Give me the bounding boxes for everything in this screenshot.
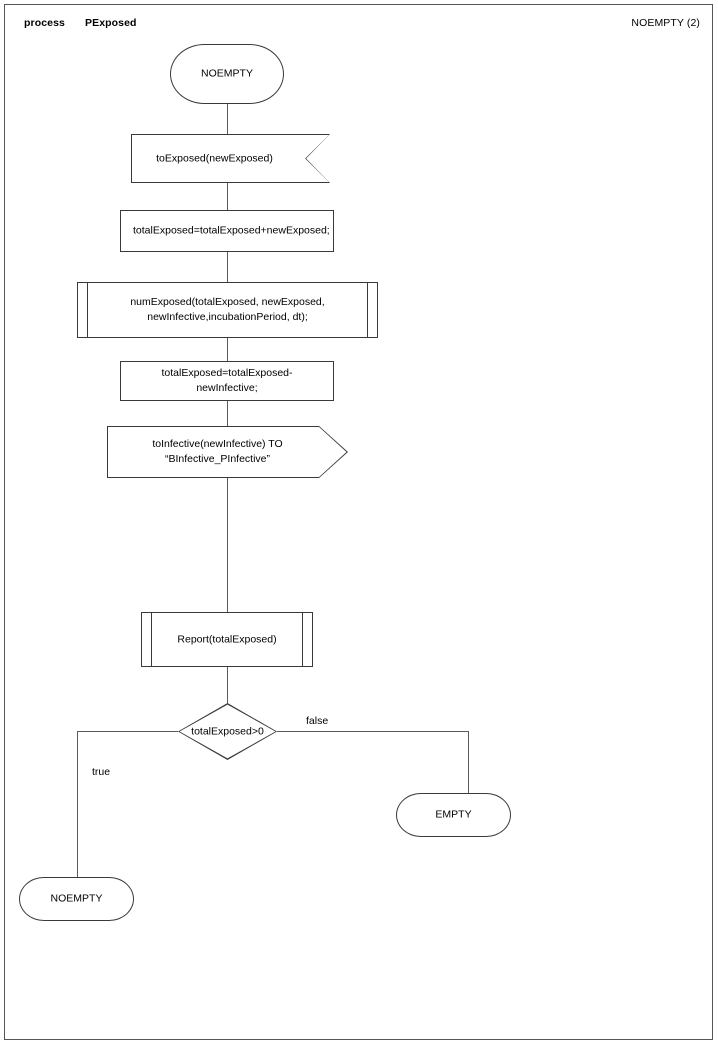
node-predefined-report[interactable]: Report(totalExposed)	[141, 612, 313, 667]
header-state-label: NOEMPTY (2)	[631, 17, 700, 29]
edge-label-false: false	[306, 715, 329, 727]
connector-assign1-to-call1	[227, 252, 228, 282]
node-terminator-start[interactable]: NOEMPTY	[170, 44, 284, 104]
node-process-subtract-newinfective[interactable]: totalExposed=totalExposed-newInfective;	[120, 361, 334, 401]
node-terminator-noempty[interactable]: NOEMPTY	[19, 877, 134, 921]
node-send-signal-toinfective[interactable]: toInfective(newInfective) TO “BInfective…	[107, 426, 348, 478]
node-label: numExposed(totalExposed, newExposed, new…	[130, 296, 325, 323]
node-receive-signal-toexposed[interactable]: toExposed(newExposed)	[131, 134, 330, 183]
connector-send-to-report	[227, 478, 228, 612]
connector-true-vertical	[77, 731, 78, 877]
connector-false-horizontal	[277, 731, 468, 732]
shape-fill	[107, 426, 348, 478]
shape-fill	[178, 703, 277, 760]
node-decision-totalexposed-gt-zero[interactable]: totalExposed>0	[178, 703, 277, 760]
predefined-right-bar	[367, 283, 368, 337]
node-predefined-numexposed[interactable]: numExposed(totalExposed, newExposed, new…	[77, 282, 378, 338]
header-process-name: PExposed	[85, 17, 137, 29]
node-label: totalExposed=totalExposed+newExposed;	[133, 224, 330, 237]
node-label: Report(totalExposed)	[177, 633, 277, 645]
connector-true-horizontal	[77, 731, 178, 732]
connector-assign2-to-send	[227, 401, 228, 426]
node-label: NOEMPTY	[50, 892, 103, 905]
node-process-add-newexposed[interactable]: totalExposed=totalExposed+newExposed;	[120, 210, 334, 252]
connector-call1-to-assign2	[227, 338, 228, 361]
connector-receive-to-assign1	[227, 183, 228, 210]
node-label: totalExposed=totalExposed-newInfective;	[161, 367, 293, 394]
predefined-left-bar	[87, 283, 88, 337]
predefined-right-bar	[302, 613, 303, 666]
header-kind-label: process	[24, 17, 65, 29]
edge-label-true: true	[92, 766, 111, 778]
node-label: EMPTY	[435, 808, 472, 821]
connector-start-to-receive	[227, 104, 228, 134]
connector-report-to-decision	[227, 667, 228, 703]
node-label: NOEMPTY	[201, 67, 253, 80]
shape-fill	[131, 134, 330, 183]
connector-false-vertical	[468, 731, 469, 793]
node-terminator-empty[interactable]: EMPTY	[396, 793, 511, 837]
predefined-left-bar	[151, 613, 152, 666]
